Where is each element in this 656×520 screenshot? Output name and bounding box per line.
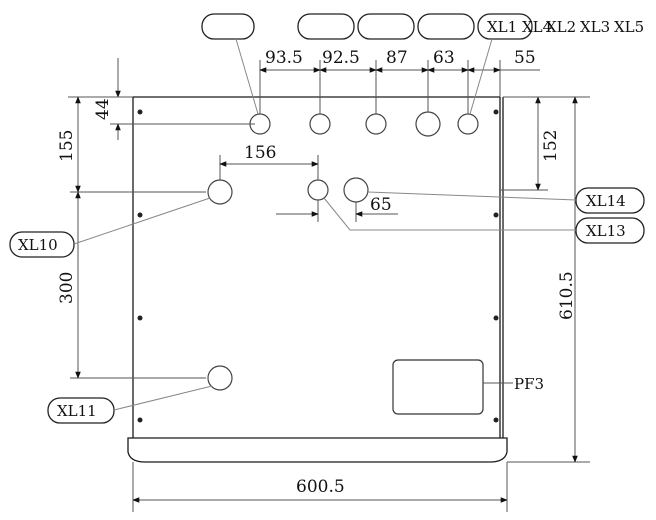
dim-152: 152 [541, 130, 561, 162]
dim-55: 55 [514, 48, 536, 68]
top-dimension-chain [259, 60, 540, 114]
label-xl14: XL14 [586, 192, 626, 210]
mounting-holes [137, 109, 499, 423]
dim-87: 87 [386, 48, 408, 68]
pf3-cutout [392, 359, 484, 415]
dim-610-5-lines [503, 96, 590, 463]
pill-xl10 [9, 231, 75, 258]
label-xl2: XL2 [546, 18, 576, 36]
pill-xl11 [47, 397, 115, 424]
top-leaders [235, 38, 493, 115]
left-dimension-chain [68, 96, 206, 379]
dim-156-lines [219, 155, 319, 180]
dim-600-5-lines [132, 462, 508, 512]
top-holes [249, 111, 479, 137]
dim-44: 44 [93, 98, 113, 120]
body-holes [207, 177, 369, 391]
dim-155: 155 [57, 130, 77, 162]
dim-63: 63 [433, 48, 455, 68]
dim-93-5: 93.5 [265, 48, 303, 68]
label-pf3: PF3 [514, 375, 544, 393]
dim-600-5: 600.5 [296, 477, 345, 497]
dim-610-5: 610.5 [557, 271, 577, 320]
dim-300: 300 [57, 272, 77, 304]
label-xl3: XL3 [580, 18, 610, 36]
label-xl11: XL11 [57, 402, 97, 420]
dim-92-5: 92.5 [322, 48, 360, 68]
dim-152-lines [500, 96, 548, 191]
label-xl4: XL4 [522, 18, 552, 36]
dim-44-lines [110, 58, 255, 140]
label-xl1: XL1 [487, 18, 517, 36]
label-xl5: XL5 [614, 18, 644, 36]
label-xl13: XL13 [586, 222, 626, 240]
pill-xl14 [575, 187, 645, 214]
label-xl10: XL10 [18, 236, 58, 254]
dim-156: 156 [244, 143, 276, 163]
top-label-pills [201, 13, 533, 40]
dim-65: 65 [370, 195, 392, 215]
panel-outline [127, 96, 508, 463]
dim-65-lines [276, 200, 398, 222]
